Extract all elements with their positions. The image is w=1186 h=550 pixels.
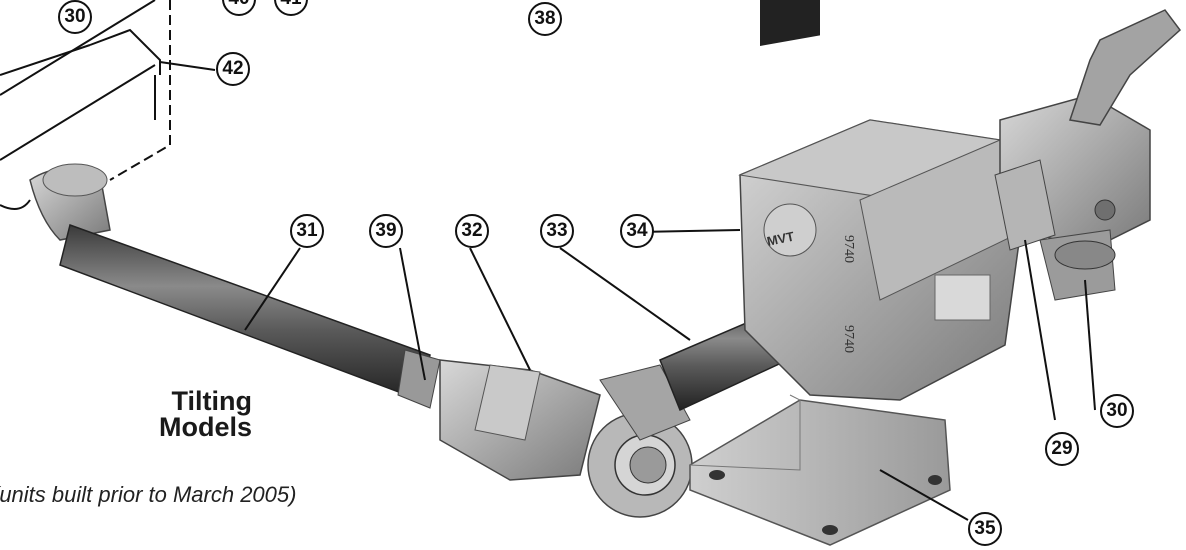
valve-brand-marking: MVT — [766, 229, 796, 249]
fitting-32 — [439, 359, 693, 518]
leader-lines — [159, 61, 1096, 521]
callout-30-top: 30 — [58, 0, 92, 34]
callout-35: 35 — [968, 512, 1002, 546]
diagram-title: Tilting Models — [120, 386, 253, 442]
callout-38: 38 — [528, 2, 562, 36]
callout-31: 31 — [290, 214, 324, 248]
valve-number-side: 9740 — [841, 325, 856, 353]
valve-number-top: 9740 — [841, 235, 856, 263]
callout-34: 34 — [620, 214, 654, 248]
callout-30-right: 30 — [1100, 394, 1134, 428]
callout-39: 39 — [369, 214, 403, 248]
note-caption: (units built prior to March 2005) — [0, 482, 297, 507]
callout-33: 33 — [540, 214, 574, 248]
gas-valve-34 — [738, 0, 1021, 401]
bracket-35 — [689, 394, 951, 546]
title-line-2: Models — [158, 412, 252, 442]
callout-32: 32 — [455, 214, 489, 248]
shutoff-valve — [994, 9, 1182, 301]
pipe-31 — [59, 224, 441, 409]
pipe-elbow — [0, 163, 111, 241]
callout-42: 42 — [216, 52, 250, 86]
callout-29: 29 — [1045, 432, 1079, 466]
title-line-1: Tilting — [171, 386, 253, 416]
housing-outline — [0, 0, 171, 181]
